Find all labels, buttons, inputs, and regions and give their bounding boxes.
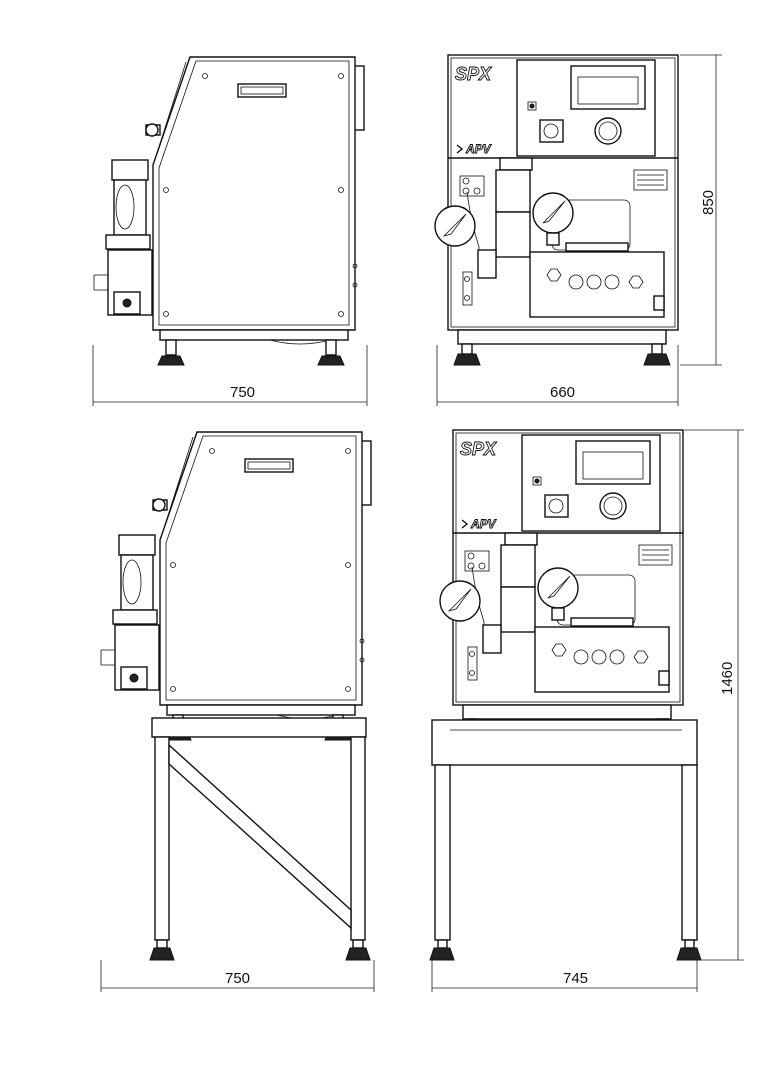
- hmi-screen: [570, 65, 646, 110]
- feet: [157, 339, 345, 366]
- side-view-top: [93, 56, 365, 366]
- stand-front: [429, 719, 702, 961]
- pressure-gauge-left: [439, 580, 481, 622]
- front-view-bottom-machine: SPX APV: [439, 429, 684, 741]
- stand-side: [149, 717, 371, 961]
- hmi-screen: [575, 440, 651, 485]
- handle: [237, 83, 287, 98]
- front-view-bottom: SPX APV: [439, 429, 684, 741]
- front-view-top: SPX APV: [434, 54, 679, 366]
- base-plate: [159, 329, 349, 341]
- side-view-bottom: [100, 431, 372, 741]
- dimension-bottom-front-width: 745: [431, 960, 698, 992]
- main-switch: [539, 119, 564, 143]
- nameplate: [633, 169, 668, 191]
- pump-manifold: [534, 626, 670, 693]
- handle: [244, 458, 294, 473]
- base-plate: [457, 329, 667, 345]
- svg-text:660: 660: [550, 384, 575, 401]
- dimension-bottom-front-height: 1460: [684, 429, 744, 961]
- svg-text:750: 750: [225, 970, 250, 987]
- spx-logo: SPX: [455, 64, 492, 84]
- base-plate: [166, 704, 356, 716]
- dimension-bottom-side-width: 750: [100, 960, 375, 992]
- pump-head: [118, 534, 156, 556]
- svg-text:745: 745: [563, 970, 588, 987]
- svg-text:850: 850: [700, 190, 717, 215]
- svg-text:1460: 1460: [719, 662, 736, 695]
- nameplate: [638, 544, 673, 566]
- side-view-bottom-machine: [100, 431, 372, 741]
- dimension-top-front-width: 660: [436, 345, 679, 406]
- feet: [453, 343, 671, 366]
- apv-logo: APV: [465, 142, 492, 156]
- base-plate: [462, 704, 672, 720]
- svg-text:750: 750: [230, 384, 255, 401]
- pump-manifold: [529, 251, 665, 318]
- apv-logo: APV: [470, 517, 497, 531]
- pump-head: [111, 159, 149, 181]
- spx-logo: SPX: [460, 439, 497, 459]
- dimension-top-side-width: 750: [92, 345, 368, 406]
- main-switch: [544, 494, 569, 518]
- dimension-top-front-height: 850: [680, 54, 722, 366]
- pressure-gauge-left: [434, 205, 476, 247]
